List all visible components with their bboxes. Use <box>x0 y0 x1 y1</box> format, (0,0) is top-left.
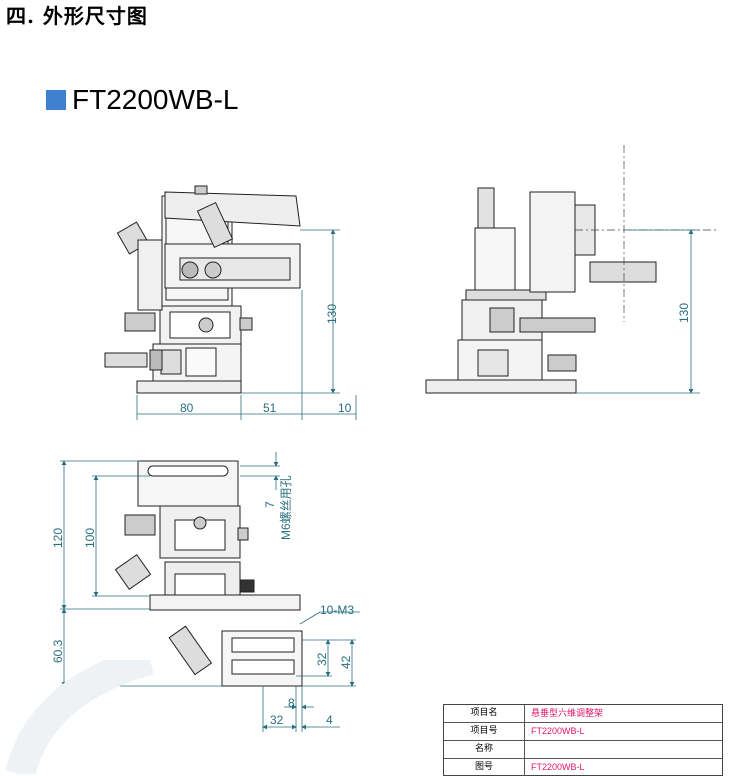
front-view <box>104 185 301 394</box>
dim-7: 7 <box>263 501 277 508</box>
title-block-value <box>525 741 722 758</box>
title-block-row: 图号 FT2200WB-L <box>444 759 722 776</box>
dim-80: 80 <box>180 401 194 415</box>
dim-130-front: 130 <box>325 304 339 324</box>
model-title: FT2200WB-L <box>46 84 239 116</box>
title-block-row: 项目名 悬垂型六维调整架 <box>444 705 722 723</box>
blue-square-icon <box>46 90 66 110</box>
title-block-value: FT2200WB-L <box>531 726 585 736</box>
dim-42: 42 <box>339 655 353 669</box>
front-dimensions <box>136 229 357 420</box>
dim-100: 100 <box>83 528 97 548</box>
title-block-value: FT2200WB-L <box>531 762 585 772</box>
dim-10: 10 <box>338 401 352 415</box>
watermark-arc-left <box>5 660 155 774</box>
dim-51: 51 <box>263 401 277 415</box>
section-heading: 四. 外形尺寸图 <box>6 4 148 28</box>
side-centerlines <box>575 145 718 322</box>
m3-holes-label: 10-M3 <box>320 603 354 617</box>
dim-32-vertical: 32 <box>315 652 329 666</box>
model-name: FT2200WB-L <box>72 84 239 115</box>
title-block-label: 图号 <box>444 759 525 776</box>
side-view <box>425 187 657 394</box>
dim-32-horizontal: 32 <box>270 713 284 727</box>
title-block-label: 名称 <box>444 741 525 758</box>
dim-130-side: 130 <box>677 303 691 323</box>
title-block-value: 悬垂型六维调整架 <box>531 708 604 718</box>
side-dimensions <box>576 229 700 394</box>
title-block-row: 项目号 FT2200WB-L <box>444 723 722 741</box>
title-block-label: 项目名 <box>444 705 525 722</box>
dim-120: 120 <box>51 528 65 548</box>
dim-60-3: 60.3 <box>51 639 65 663</box>
title-block-label: 项目号 <box>444 723 525 740</box>
dim-8: 8 <box>288 696 295 710</box>
m6-hole-label: M6螺丝用孔 <box>279 475 293 540</box>
title-block: 项目名 悬垂型六维调整架 项目号 FT2200WB-L 名称 图号 FT2200… <box>443 704 723 776</box>
top-view <box>114 460 303 687</box>
dim-4: 4 <box>326 713 333 727</box>
title-block-row: 名称 <box>444 741 722 759</box>
